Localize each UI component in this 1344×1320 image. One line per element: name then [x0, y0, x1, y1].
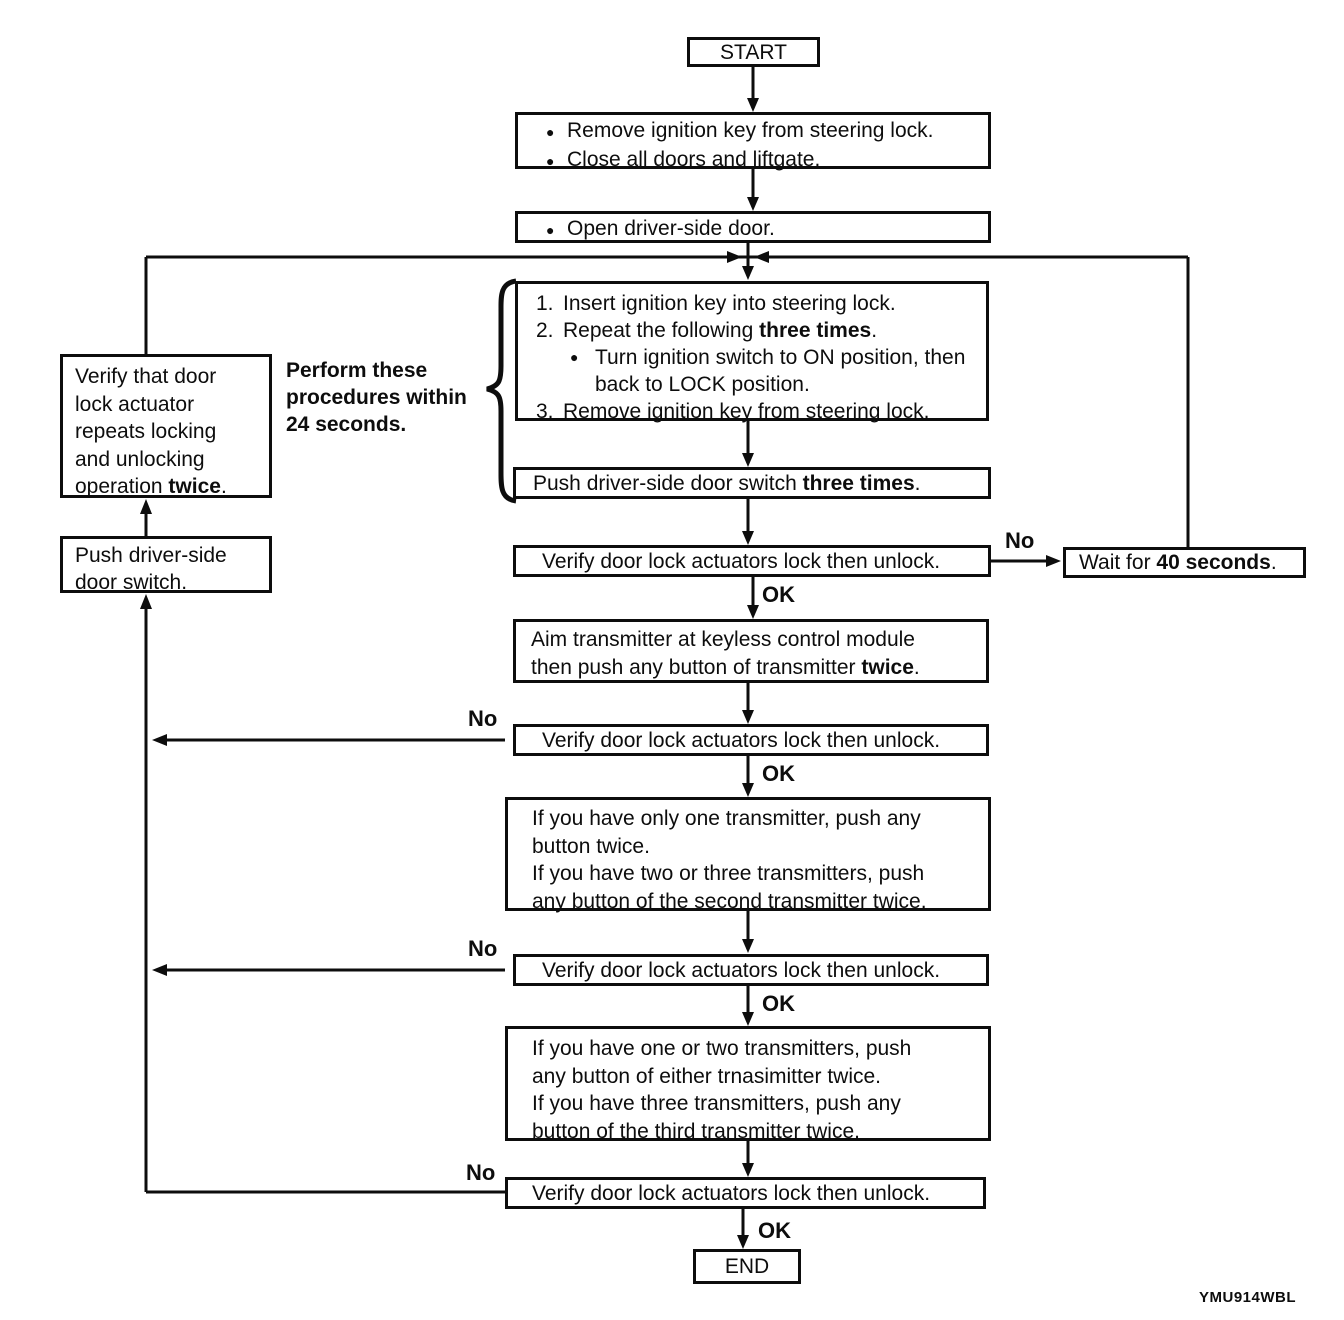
- step-text-part: Repeat the following: [563, 319, 760, 342]
- no-label-1: No: [1005, 528, 1035, 553]
- prep-item: ● Close all doors and liftgate.: [546, 146, 988, 175]
- no-label-2: No: [468, 706, 498, 731]
- open-door-row: ● Open driver-side door.: [546, 215, 988, 244]
- node-transmitter-second: If you have only one transmitter, push a…: [505, 797, 991, 913]
- push-three-bold: three times: [802, 471, 915, 495]
- push-switch-line: Push driver-side: [75, 544, 227, 567]
- wait-text: Wait for 40 seconds.: [1079, 549, 1277, 576]
- node-push-three-times: Push driver-side door switch three times…: [513, 467, 991, 499]
- node-start: START: [687, 37, 820, 67]
- verify-actuator-line: operation twice.: [75, 473, 269, 501]
- timing-note-line: Perform these: [286, 359, 428, 382]
- verify-actuator-line: lock actuator: [75, 392, 195, 416]
- bullet-icon: ●: [570, 349, 579, 365]
- transmitter-second-line: button twice.: [532, 834, 650, 858]
- wait-part: Wait for: [1079, 551, 1157, 574]
- ok-label-1: OK: [762, 582, 795, 607]
- node-end-label: END: [724, 1255, 770, 1278]
- node-verify-2: Verify door lock actuators lock then unl…: [513, 724, 989, 756]
- verify-text: Verify door lock actuators lock then unl…: [542, 549, 941, 573]
- node-wait: Wait for 40 seconds.: [1063, 547, 1306, 578]
- ok-label-4: OK: [758, 1218, 791, 1243]
- step-text-part: .: [871, 319, 878, 342]
- node-prep: ● Remove ignition key from steering lock…: [515, 112, 991, 171]
- push-switch-line: door switch.: [75, 571, 188, 594]
- wait-bold: 40 seconds: [1156, 551, 1271, 574]
- verify-actuator-part: .: [220, 475, 227, 498]
- node-end: END: [693, 1249, 801, 1284]
- node-open-door: ● Open driver-side door.: [515, 211, 991, 243]
- procedure-step-3: 3. Remove ignition key from steering loc…: [536, 398, 986, 425]
- aim-line: then push any button of transmitter twic…: [531, 654, 986, 682]
- node-aim-transmitter: Aim transmitter at keyless control modul…: [513, 619, 989, 683]
- prep-item: ● Remove ignition key from steering lock…: [546, 117, 988, 146]
- step-number: 1.: [536, 292, 554, 315]
- node-procedure: 1. Insert ignition key into steering loc…: [515, 281, 989, 423]
- verify-text: Verify door lock actuators lock then unl…: [532, 1181, 931, 1205]
- no-label-3: No: [468, 936, 498, 961]
- node-transmitter-third: If you have one or two transmitters, pus…: [505, 1026, 991, 1143]
- push-three-part: .: [914, 471, 921, 495]
- push-three-part: Push driver-side door switch: [533, 471, 803, 495]
- step-text: Repeat the following three times.: [563, 317, 877, 344]
- verify-actuator-part: operation: [75, 475, 169, 498]
- procedure-substep-cont: back to LOCK position.: [595, 371, 986, 398]
- aim-bold: twice: [861, 655, 914, 679]
- open-door-text: Open driver-side door.: [567, 217, 775, 240]
- bullet-icon: ●: [546, 222, 555, 238]
- transmitter-third-line: If you have three transmitters, push any: [532, 1092, 901, 1115]
- node-verify-3: Verify door lock actuators lock then unl…: [513, 954, 989, 986]
- ok-label-2: OK: [762, 761, 795, 786]
- node-start-label: START: [720, 40, 787, 64]
- connector-arrowheads: [140, 98, 1061, 1249]
- bullet-icon: ●: [546, 124, 555, 140]
- node-verify-actuator: Verify that door lock actuator repeats l…: [60, 354, 272, 498]
- timing-note: Perform these procedures within 24 secon…: [286, 357, 486, 438]
- transmitter-second-line: If you have two or three transmitters, p…: [532, 862, 925, 885]
- aim-part: then push any button of transmitter: [531, 655, 862, 679]
- procedure-substep: ● Turn ignition switch to ON position, t…: [570, 344, 986, 371]
- no-label-4: No: [466, 1160, 496, 1185]
- verify-actuator-bold: twice: [168, 475, 221, 498]
- procedure-step-2: 2. Repeat the following three times.: [536, 317, 986, 344]
- node-push-switch: Push driver-side door switch.: [60, 536, 272, 594]
- bullet-icon: ●: [546, 153, 555, 169]
- transmitter-third-line: button of the third transmitter twice.: [532, 1119, 860, 1143]
- connector-lines: [144, 66, 1190, 1236]
- curly-brace: [486, 278, 517, 504]
- step-number: 2.: [536, 319, 554, 342]
- verify-actuator-line: and unlocking: [75, 447, 205, 471]
- verify-text: Verify door lock actuators lock then unl…: [542, 728, 941, 752]
- step-text-bold: three times: [759, 319, 872, 342]
- transmitter-second-line: any button of the second transmitter twi…: [532, 889, 927, 913]
- ok-label-3: OK: [762, 991, 795, 1016]
- aim-part: .: [913, 655, 920, 679]
- timing-note-line: procedures within: [286, 386, 467, 409]
- push-three-text: Push driver-side door switch three times…: [533, 470, 921, 497]
- procedure-step-1: 1. Insert ignition key into steering loc…: [536, 290, 986, 317]
- transmitter-third-line: If you have one or two transmitters, pus…: [532, 1037, 912, 1060]
- aim-line: Aim transmitter at keyless control modul…: [531, 628, 915, 651]
- verify-text: Verify door lock actuators lock then unl…: [542, 958, 941, 982]
- figure-code: YMU914WBL: [1199, 1289, 1297, 1306]
- step-number: 3.: [536, 400, 554, 423]
- transmitter-second-line: If you have only one transmitter, push a…: [532, 807, 921, 830]
- node-verify-1: Verify door lock actuators lock then unl…: [513, 545, 991, 577]
- prep-item-text: Remove ignition key from steering lock.: [567, 119, 934, 142]
- prep-item-text: Close all doors and liftgate.: [567, 148, 821, 171]
- step-text: Remove ignition key from steering lock.: [563, 400, 930, 423]
- transmitter-third-line: any button of either trnasimitter twice.: [532, 1064, 881, 1088]
- verify-actuator-line: repeats locking: [75, 420, 217, 443]
- substep-text: Turn ignition switch to ON position, the…: [595, 346, 966, 369]
- timing-note-line: 24 seconds.: [286, 413, 407, 436]
- node-verify-4: Verify door lock actuators lock then unl…: [505, 1177, 986, 1209]
- step-text: Insert ignition key into steering lock.: [563, 292, 896, 315]
- wait-part: .: [1270, 551, 1277, 574]
- substep-text: back to LOCK position.: [595, 373, 810, 396]
- verify-actuator-line: Verify that door: [75, 365, 217, 388]
